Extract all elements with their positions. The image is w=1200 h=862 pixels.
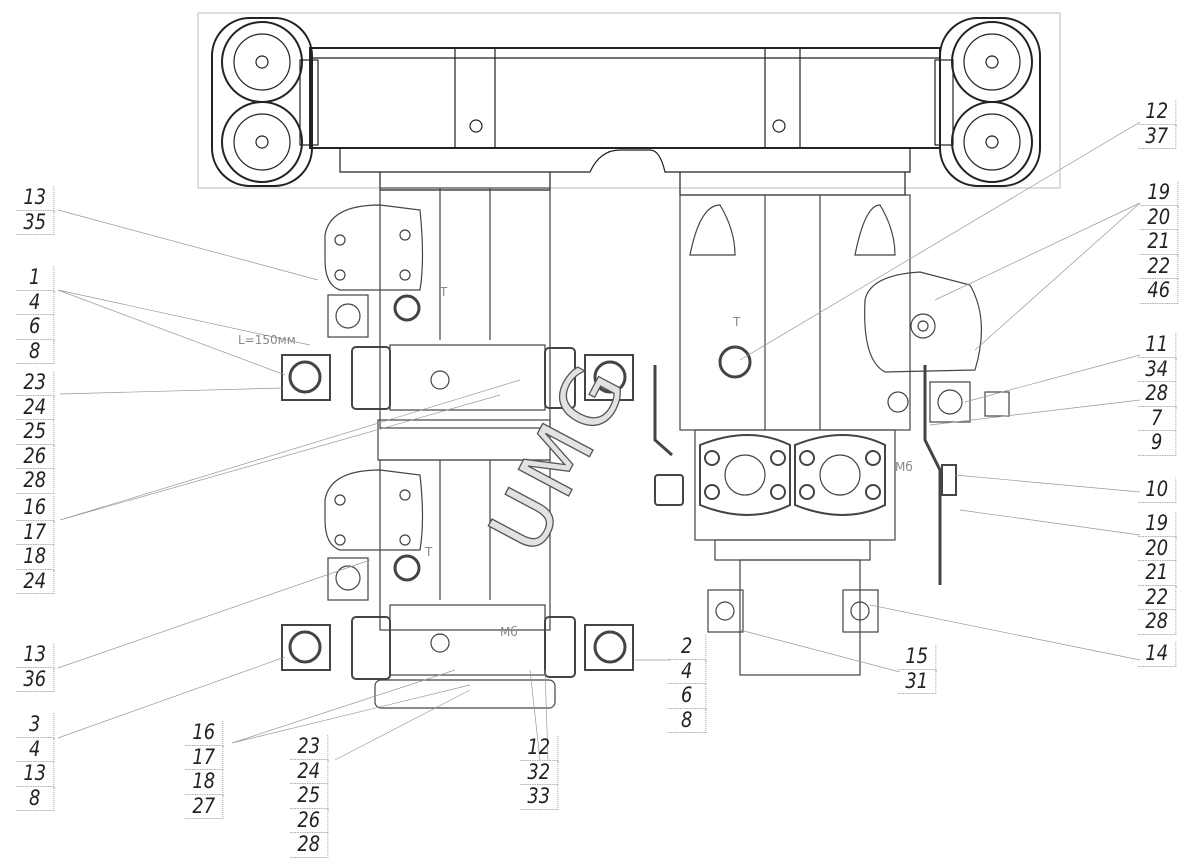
callout-number: 4: [16, 290, 55, 315]
callout-number: 28: [1138, 382, 1177, 407]
port-t-label: T: [440, 285, 448, 299]
callout-number: 9: [1138, 431, 1177, 456]
callout-number: 22: [1138, 585, 1177, 610]
callout-number: 17: [16, 520, 55, 545]
callout-number: 13: [16, 186, 55, 211]
top-beam: [197, 12, 1061, 196]
callout-number: 15: [898, 645, 937, 670]
callout-number: 12: [1138, 100, 1177, 125]
callout-c12: 14: [1138, 642, 1183, 667]
callout-number: 17: [185, 745, 224, 770]
callout-number: 19: [1138, 512, 1177, 537]
callout-number: 14: [1138, 642, 1177, 667]
left-upper-pump: [281, 187, 634, 461]
callout-number: 33: [520, 785, 559, 810]
callout-number: 35: [16, 210, 55, 235]
callout-number: 16: [16, 496, 55, 521]
callout-number: 28: [1138, 610, 1177, 635]
right-pump: [653, 194, 1010, 676]
callout-number: 22: [1140, 254, 1179, 279]
callout-number: 36: [16, 667, 55, 692]
callout-number: 24: [290, 759, 329, 784]
callout-number: 8: [16, 786, 55, 811]
callout-number: 10: [1138, 478, 1177, 503]
port-t-label: T: [425, 545, 433, 559]
callout-number: 34: [1138, 357, 1177, 382]
callout-number: 31: [898, 669, 937, 694]
callout-number: 8: [16, 339, 55, 364]
wheel-right: [934, 17, 1041, 187]
port-mb-label: Мб: [895, 460, 913, 474]
callout-number: 23: [290, 735, 329, 760]
callout-number: 7: [1138, 406, 1177, 431]
callout-number: 21: [1138, 561, 1177, 586]
callout-c16: 10: [1138, 478, 1183, 503]
callout-number: 1: [16, 266, 55, 291]
callout-number: 21: [1140, 230, 1179, 255]
port-mb-label: Мб: [500, 625, 518, 639]
hose-length-label: L=150мм: [238, 333, 296, 347]
callout-number: 19: [1140, 181, 1179, 206]
port-t-label: T: [733, 315, 741, 329]
callout-number: 11: [1138, 333, 1177, 358]
callout-number: 24: [16, 395, 55, 420]
callout-number: 46: [1140, 279, 1179, 304]
callout-number: 26: [16, 444, 55, 469]
left-lower-pump: [281, 459, 634, 709]
callout-number: 28: [16, 469, 55, 494]
callout-number: 20: [1138, 536, 1177, 561]
callout-number: 3: [16, 713, 55, 738]
callout-number: 18: [185, 770, 224, 795]
callout-number: 13: [16, 762, 55, 787]
callout-number: 23: [16, 371, 55, 396]
callout-number: 6: [668, 684, 707, 709]
callout-number: 25: [290, 784, 329, 809]
callout-number: 26: [290, 808, 329, 833]
callout-number: 4: [668, 659, 707, 684]
callout-number: 18: [16, 545, 55, 570]
callout-number: 25: [16, 420, 55, 445]
leader-lines: [57, 121, 1141, 761]
callout-number: 16: [185, 721, 224, 746]
callout-number: 32: [520, 760, 559, 785]
callout-number: 20: [1140, 205, 1179, 230]
wheel-left: [211, 17, 319, 187]
callout-number: 6: [16, 315, 55, 340]
callout-number: 13: [16, 643, 55, 668]
callout-number: 27: [185, 794, 224, 819]
callout-number: 4: [16, 737, 55, 762]
callout-number: 12: [520, 736, 559, 761]
callout-number: 24: [16, 569, 55, 594]
callout-number: 8: [668, 708, 707, 733]
callout-number: 28: [290, 833, 329, 858]
callout-number: 2: [668, 635, 707, 660]
callout-number: 37: [1138, 124, 1177, 149]
